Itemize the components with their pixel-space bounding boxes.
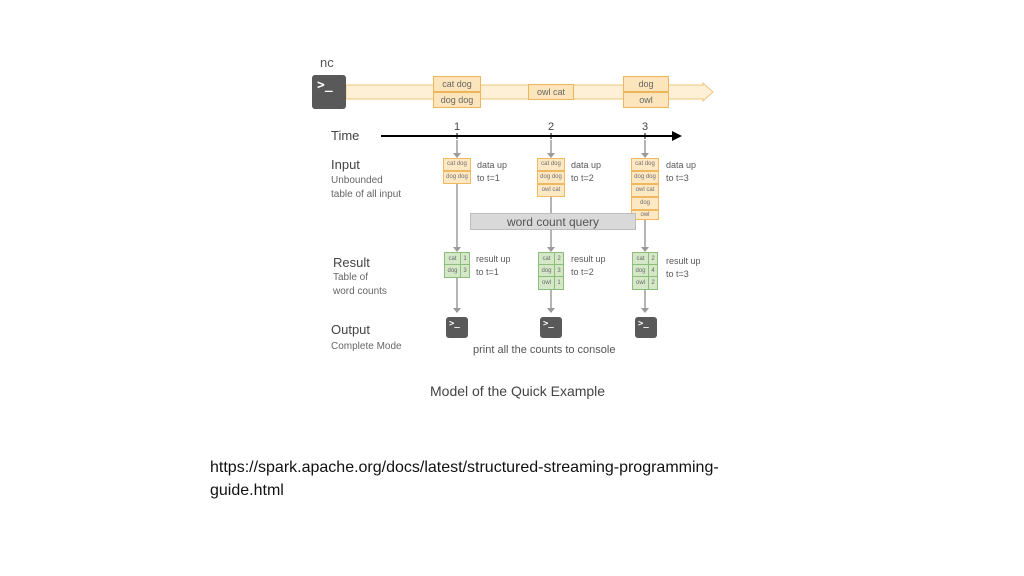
input-table-1-row: dog dog: [443, 171, 471, 184]
output-title: Output: [331, 322, 371, 337]
output-caption: print all the counts to console: [473, 344, 616, 356]
input-note-1-line-1: data up: [477, 160, 508, 170]
input-table-2-row: owl cat: [537, 184, 565, 197]
word-count-query-bar: word count query: [470, 213, 636, 230]
input-table-2-row: dog dog: [537, 171, 565, 184]
result-count: 1: [461, 253, 469, 264]
table-row: dog 3: [445, 265, 469, 277]
result-word: cat: [539, 253, 555, 264]
result-count: 2: [555, 253, 563, 264]
table-row: dog 3: [539, 265, 563, 277]
result-note-1-line-2: to t=1: [476, 267, 499, 277]
input-note-2-line-1: data up: [571, 160, 602, 170]
result-table-1: cat 1 dog 3: [444, 252, 470, 278]
flow-arrowheads: [453, 153, 649, 313]
input-title: Input: [331, 157, 360, 172]
input-subtitle-line-1: Unbounded: [331, 175, 383, 186]
word-count-query-label: word count query: [506, 215, 600, 229]
table-row: owl 1: [539, 277, 563, 289]
result-count: 2: [649, 253, 657, 264]
table-row: owl 2: [633, 277, 657, 289]
input-table-3-row: cat dog: [631, 158, 659, 171]
result-count: 4: [649, 265, 657, 276]
output-terminal-icon-3: >_: [635, 317, 657, 338]
result-note-2-line-1: result up: [571, 254, 606, 264]
input-table-3-row: dog: [631, 197, 659, 210]
input-note-3-line-1: data up: [666, 160, 697, 170]
input-table-3-row: owl cat: [631, 184, 659, 197]
time-tick-label-3: 3: [642, 121, 649, 133]
table-row: cat 2: [633, 253, 657, 265]
result-note-3-line-2: to t=3: [666, 269, 689, 279]
result-word: cat: [633, 253, 649, 264]
output-subtitle: Complete Mode: [331, 341, 402, 352]
stream-batch-1-item-2: dog dog: [433, 92, 481, 108]
result-title: Result: [333, 255, 370, 270]
result-subtitle-line-1: Table of: [333, 272, 369, 283]
source-terminal-icon: >_: [312, 75, 346, 109]
time-tick-label-1: 1: [454, 121, 461, 133]
stream-batch-3-item-1: dog: [623, 76, 669, 92]
result-word: dog: [633, 265, 649, 276]
time-tick-label-2: 2: [548, 121, 555, 133]
result-count: 3: [555, 265, 563, 276]
source-url: https://spark.apache.org/docs/latest/str…: [210, 459, 719, 499]
input-note-1-line-2: to t=1: [477, 173, 500, 183]
stream-batch-1-item-1: cat dog: [433, 76, 481, 92]
time-label: Time: [331, 128, 360, 143]
table-row: cat 1: [445, 253, 469, 265]
input-note-3-line-2: to t=3: [666, 173, 689, 183]
result-count: 2: [649, 277, 657, 289]
result-note-3-line-1: result up: [666, 256, 701, 266]
output-terminal-icon-2: >_: [540, 317, 562, 338]
table-row: cat 2: [539, 253, 563, 265]
source-label: nc: [320, 55, 334, 70]
input-table-3-row: dog dog: [631, 171, 659, 184]
time-axis-arrowhead: [672, 131, 682, 141]
input-table-1-row: cat dog: [443, 158, 471, 171]
result-table-2: cat 2 dog 3 owl 1: [538, 252, 564, 290]
table-row: dog 4: [633, 265, 657, 277]
result-word: dog: [539, 265, 555, 276]
output-terminal-icon-1: >_: [446, 317, 468, 338]
input-subtitle-line-2: table of all input: [331, 189, 402, 200]
result-word: cat: [445, 253, 461, 264]
result-note-2-line-2: to t=2: [571, 267, 594, 277]
figure-caption: Model of the Quick Example: [430, 383, 606, 399]
result-word: owl: [539, 277, 555, 289]
result-word: dog: [445, 265, 461, 277]
result-subtitle-line-2: word counts: [333, 286, 387, 297]
stream-batch-2-item-1: owl cat: [528, 84, 574, 100]
result-word: owl: [633, 277, 649, 289]
result-count: 1: [555, 277, 563, 289]
input-note-2-line-2: to t=2: [571, 173, 594, 183]
result-note-1-line-1: result up: [476, 254, 511, 264]
result-count: 3: [461, 265, 469, 277]
input-table-2-row: cat dog: [537, 158, 565, 171]
stream-batch-3-item-2: owl: [623, 92, 669, 108]
result-table-3: cat 2 dog 4 owl 2: [632, 252, 658, 290]
